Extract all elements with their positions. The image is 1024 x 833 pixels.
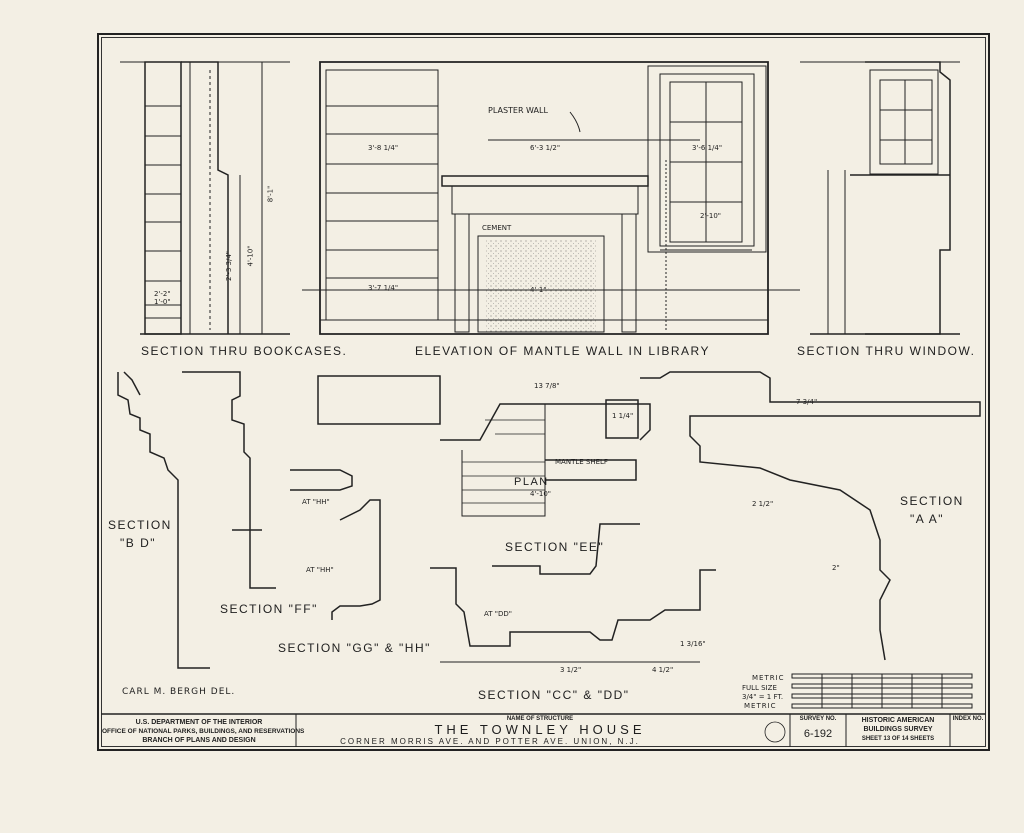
tb-dept-3: BRANCH OF PLANS AND DESIGN [142, 737, 256, 744]
label-plan: PLAN [514, 476, 549, 488]
note-mantle-shelf: MANTLE SHELF [555, 458, 608, 466]
window-section-drawing [800, 61, 960, 335]
dim-mantle-3-8: 3'-8 1/4" [368, 144, 399, 152]
dim-plan-1-14: 1 1/4" [612, 412, 634, 420]
label-section-ff: SECTION "FF" [220, 602, 318, 616]
dim-plan-4-10: 4'-10" [530, 490, 552, 498]
label-section-gghh: SECTION "GG" & "HH" [278, 641, 431, 655]
tb-habs-1: HISTORIC AMERICAN [861, 717, 935, 724]
label-section-bookcases: SECTION THRU BOOKCASES. [141, 344, 348, 358]
dim-mantle-6-3: 6'-3 1/2" [530, 144, 561, 152]
dim-aa-2: 2" [832, 564, 840, 572]
dim-bookcase-8-1: 8'-1" [266, 185, 275, 203]
dim-mantle-4-1: 4'-1" [530, 286, 547, 294]
note-at-hh-2: AT "HH" [306, 566, 334, 574]
label-section-bd-1: SECTION [108, 518, 172, 532]
section-gghh-drawing [290, 375, 441, 620]
dim-mantle-2-10: 2'-10" [700, 212, 722, 220]
tb-habs-2: BUILDINGS SURVEY [863, 726, 933, 733]
section-ee-drawing [492, 523, 640, 575]
scale-ratio: 3/4" = 1 FT. [742, 693, 784, 701]
label-section-aa-2: "A A" [910, 512, 945, 526]
label-section-aa-1: SECTION [900, 494, 964, 508]
note-at-dd: AT "DD" [484, 610, 512, 618]
scale-metric-label-2: METRIC [744, 702, 777, 710]
scale-metric-label: METRIC [752, 674, 785, 682]
scale-full-size: FULL SIZE [742, 684, 777, 692]
tb-sheet-number: SHEET 13 OF 14 SHEETS [861, 736, 935, 742]
label-section-ee: SECTION "EE" [505, 540, 605, 554]
tb-index-label: INDEX NO. [952, 716, 984, 722]
section-bd-drawing [117, 371, 210, 669]
label-section-window: SECTION THRU WINDOW. [797, 344, 976, 358]
dim-bookcase-2-3: 2'-3 3/4" [225, 250, 234, 282]
tb-location: CORNER MORRIS AVE. AND POTTER AVE. UNION… [340, 737, 640, 746]
sheet-border [97, 33, 990, 751]
dim-window-3-6: 3'-6 1/4" [692, 144, 723, 152]
dim-cc-3-12: 3 1/2" [560, 666, 582, 674]
tb-survey-label: SURVEY NO. [799, 716, 837, 722]
tb-dept-1: U.S. DEPARTMENT OF THE INTERIOR [135, 719, 263, 726]
dim-bookcase-2-2: 2'-2" [154, 290, 171, 298]
sheet-inner-border [101, 37, 986, 747]
dim-bookcase-1-0: 1'-0" [154, 298, 171, 306]
section-ff-drawing [182, 371, 276, 589]
note-at-hh: AT "HH" [302, 498, 330, 506]
dim-mantle-3-7: 3'-7 1/4" [368, 284, 399, 292]
tb-survey-number: 6-192 [803, 728, 833, 740]
note-cement: CEMENT [482, 224, 512, 232]
note-delineator: CARL M. BERGH DEL. [122, 687, 236, 697]
label-elevation-mantle: ELEVATION OF MANTLE WALL IN LIBRARY [415, 344, 711, 358]
tb-dept-2: OFFICE OF NATIONAL PARKS, BUILDINGS, AND… [102, 728, 305, 735]
mantle-elevation-drawing [302, 61, 800, 335]
dim-aa-2-12: 2 1/2" [752, 500, 774, 508]
label-section-ccdd: SECTION "CC" & "DD" [478, 688, 630, 702]
plan-drawing [440, 371, 981, 661]
bookcase-section-drawing [120, 61, 290, 335]
tb-name-label: NAME OF STRUCTURE [506, 716, 574, 722]
dim-bookcase-4-10: 4'-10" [246, 245, 255, 267]
label-section-bd-2: "B D" [120, 536, 157, 550]
dim-cc-1-16: 1 3/16" [680, 640, 706, 648]
tb-structure-name: THE TOWNLEY HOUSE [434, 722, 646, 737]
dim-plan-13-7: 13 7/8" [534, 382, 560, 390]
title-block-lines [101, 713, 986, 747]
note-plaster-wall: PLASTER WALL [488, 106, 548, 115]
dim-cc-4-12: 4 1/2" [652, 666, 674, 674]
dim-plan-7-8: 7 3/4" [796, 398, 818, 406]
section-ccdd-drawing [430, 567, 716, 663]
scale-bar [791, 673, 973, 709]
